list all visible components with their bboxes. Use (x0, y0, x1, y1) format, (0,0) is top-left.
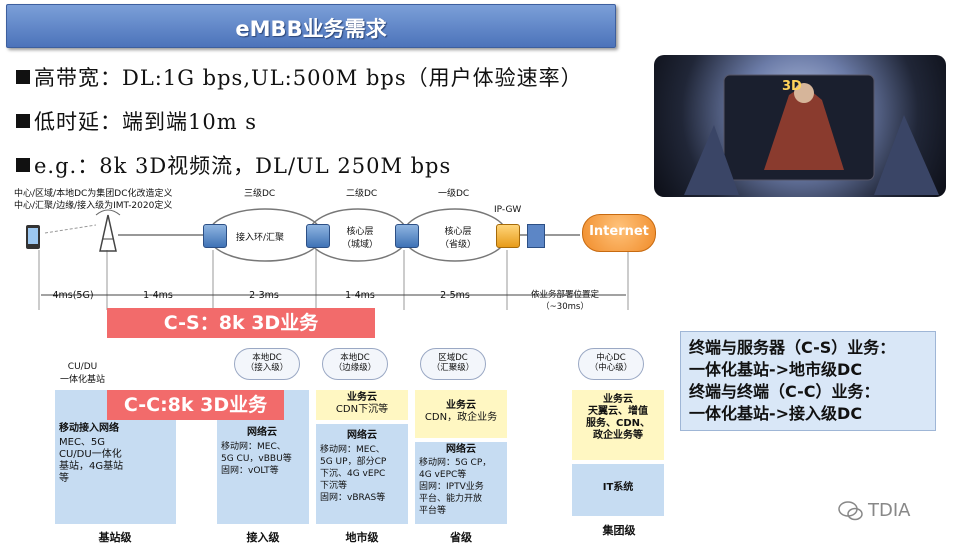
latency-province: 2-5ms (440, 290, 470, 301)
router-icon (203, 224, 227, 248)
latency-fronthaul: 1-4ms (143, 290, 173, 301)
router-icon (306, 224, 330, 248)
bullet-example: e.g.：8k 3D视频流，DL/UL 250M bps (16, 150, 451, 180)
level-access: 接入级 (246, 531, 280, 544)
block-prov-net: 网络云 移动网：5G CP， 4G vEPC等 固网：IPTV业务 平台、能力开… (415, 442, 507, 524)
level-province: 省级 (450, 531, 472, 544)
slide-title: eMBB业务需求 (235, 17, 387, 41)
bullet-text: 高带宽：DL:1G bps,UL:500M bps（用户体验速率） (34, 66, 583, 90)
block-prov-biz: 业务云 CDN，政企业务 (415, 390, 507, 438)
3d-video-image: 3D (654, 55, 946, 197)
note-imt-definition: 中心/汇聚/边缘/接入级为IMT-2020定义 (14, 201, 173, 211)
ring-label-core-prov: 核心层 （省级） (440, 227, 477, 250)
block-prov-biz-body: CDN，政企业务 (424, 412, 498, 423)
cloud-local-edge: 本地DC （边缘级） (322, 348, 388, 380)
latency-group: 依业务部署位置定 （~30ms） (530, 290, 599, 312)
legend-box: 终端与服务器（C-S）业务： 一体化基站->地市级DC 终端与终端（C-C）业务… (680, 331, 936, 431)
bullet-square-icon (16, 158, 30, 172)
tier-dc1: 一级DC (438, 189, 470, 199)
legend-cs-path: 一体化基站->地市级DC (689, 360, 863, 379)
latency-access: 2-3ms (249, 290, 279, 301)
level-city: 地市级 (345, 531, 379, 544)
block-city-biz-body: CDN下沉等 (335, 404, 389, 415)
level-group: 集团级 (602, 524, 636, 537)
watermark-text: TDIA (868, 500, 911, 521)
tower-icon (99, 214, 117, 252)
block-prov-biz-title: 业务云 (446, 400, 476, 411)
level-base: 基站级 (98, 531, 132, 544)
legend-cc-path: 一体化基站->接入级DC (689, 404, 863, 423)
block-access-body: 移动网：MEC、 5G CU，vBBU等 固网：vOLT等 (221, 442, 292, 476)
cloud-regional: 区域DC （汇聚级） (420, 348, 486, 380)
block-access-title: 网络云 (247, 427, 277, 438)
watermark: TDIA (838, 500, 938, 524)
latency-ue: 4ms(5G) (52, 290, 94, 301)
bullet-text: 低时延：端到端10m s (34, 110, 258, 134)
legend-cs-title: 终端与服务器（C-S）业务： (689, 338, 896, 357)
internet-label: Internet (589, 224, 649, 239)
internet-cloud-icon: Internet (582, 214, 656, 252)
block-base-title: 移动接入网络 (59, 423, 119, 434)
latency-city: 1-4ms (345, 290, 375, 301)
bullet-square-icon (16, 114, 30, 128)
tier-ip-gw: IP-GW (494, 205, 522, 215)
bullet-square-icon (16, 70, 30, 84)
game-scene-icon: 3D (684, 74, 939, 195)
title-bar: eMBB业务需求 (6, 4, 616, 48)
block-group-it-title: IT系统 (602, 482, 634, 493)
bullet-text: e.g.：8k 3D视频流，DL/UL 250M bps (34, 154, 452, 178)
block-city-net-title: 网络云 (347, 430, 377, 441)
note-dc-definition: 中心/区域/本地DC为集团DC化改造定义 (14, 189, 173, 199)
firewall-icon (527, 224, 545, 248)
block-group-biz-title: 业务云 (603, 394, 633, 405)
cloud-cu-du: CU/DU 一体化基站 (60, 362, 106, 385)
tier-dc3: 三级DC (244, 189, 276, 199)
block-group-biz: 业务云 天翼云、增值 服务、CDN、 政企业务等 (572, 390, 664, 460)
block-prov-net-title: 网络云 (446, 444, 476, 455)
cc-banner: C-C:8k 3D业务 (107, 390, 284, 420)
cs-banner: C-S：8k 3D业务 (107, 308, 375, 338)
block-city-biz: 业务云 CDN下沉等 (316, 390, 408, 420)
cloud-local-access: 本地DC （接入级） (234, 348, 300, 380)
block-group-biz-body: 天翼云、增值 服务、CDN、 政企业务等 (585, 406, 650, 441)
block-city-net-body: 移动网：MEC、 5G UP，部分CP 下沉、4G vEPC 下沉等 固网：vB… (320, 445, 387, 503)
legend-cc-title: 终端与终端（C-C）业务： (689, 382, 880, 401)
ring-label-core-city: 核心层 （城域） (342, 227, 379, 250)
wechat-icon (838, 501, 863, 521)
block-prov-net-body: 移动网：5G CP， 4G vEPC等 固网：IPTV业务 平台、能力开放 平台… (419, 458, 492, 516)
block-city-biz-title: 业务云 (347, 392, 377, 403)
cloud-central: 中心DC （中心级） (578, 348, 644, 380)
gateway-router-icon (496, 224, 520, 248)
router-icon (395, 224, 419, 248)
bullet-bandwidth: 高带宽：DL:1G bps,UL:500M bps（用户体验速率） (16, 62, 583, 92)
svg-text:3D: 3D (782, 79, 802, 94)
block-base-body: MEC、5G CU/DU一体化 基站，4G基站 等 (59, 437, 124, 484)
tier-dc2: 二级DC (346, 189, 378, 199)
block-group-it: IT系统 (572, 464, 664, 516)
bullet-latency: 低时延：端到端10m s (16, 106, 257, 136)
ring-label-access: 接入环/汇聚 (236, 233, 285, 243)
network-topology (26, 208, 629, 310)
block-city-net: 网络云 移动网：MEC、 5G UP，部分CP 下沉、4G vEPC 下沉等 固… (316, 424, 408, 524)
